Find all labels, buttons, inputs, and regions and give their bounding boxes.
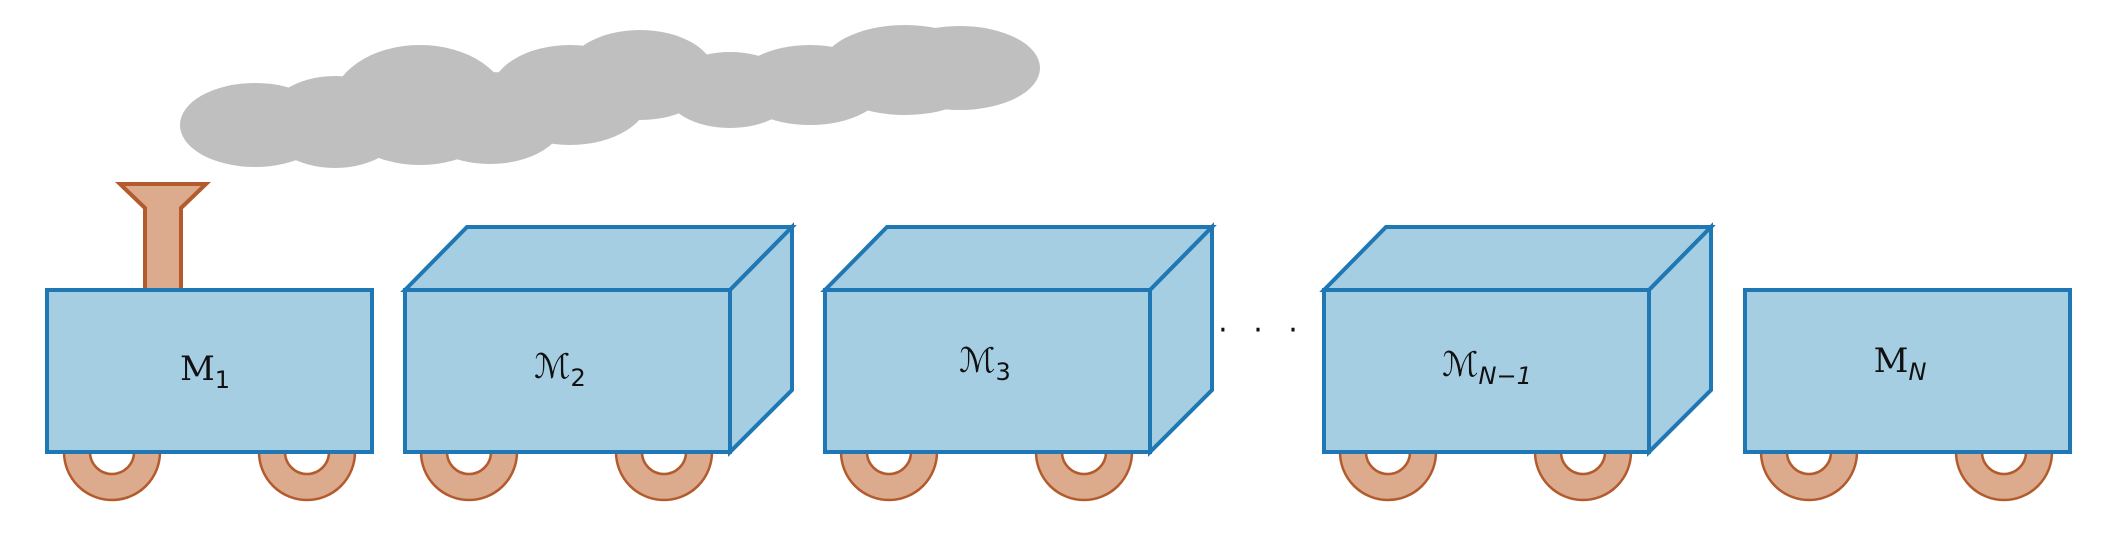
car-1: M1 bbox=[45, 182, 374, 502]
wheel bbox=[62, 450, 162, 502]
wheel bbox=[257, 450, 357, 502]
wheel bbox=[1338, 450, 1438, 502]
wheel bbox=[839, 450, 939, 502]
car-body bbox=[403, 288, 732, 454]
ellipsis: · · · bbox=[1218, 313, 1306, 348]
car-label: ℳ3 bbox=[959, 341, 1011, 386]
car-label: ℳN−1 bbox=[1442, 345, 1532, 390]
car-body bbox=[1322, 288, 1651, 454]
car-label: M1 bbox=[180, 349, 230, 394]
car-body bbox=[1743, 288, 2072, 454]
car-top bbox=[1319, 225, 1716, 292]
car-body bbox=[45, 288, 374, 454]
car-2: ℳ2 bbox=[400, 222, 797, 502]
car-n: MN bbox=[1743, 288, 2072, 502]
chimney bbox=[115, 182, 211, 292]
car-3: ℳ3 bbox=[820, 222, 1217, 502]
wheel bbox=[1034, 450, 1134, 502]
car-label: ℳ2 bbox=[534, 347, 586, 392]
car-label: MN bbox=[1874, 341, 1927, 386]
car-top bbox=[820, 225, 1217, 292]
car-n-minus-1: ℳN−1 bbox=[1319, 222, 1716, 502]
wheel bbox=[1954, 450, 2054, 502]
smoke-cloud bbox=[180, 25, 1040, 168]
wheel bbox=[614, 450, 714, 502]
car-body bbox=[823, 288, 1152, 454]
wheel bbox=[1533, 450, 1633, 502]
wheel bbox=[419, 450, 519, 502]
car-top bbox=[400, 225, 797, 292]
wheel bbox=[1759, 450, 1859, 502]
